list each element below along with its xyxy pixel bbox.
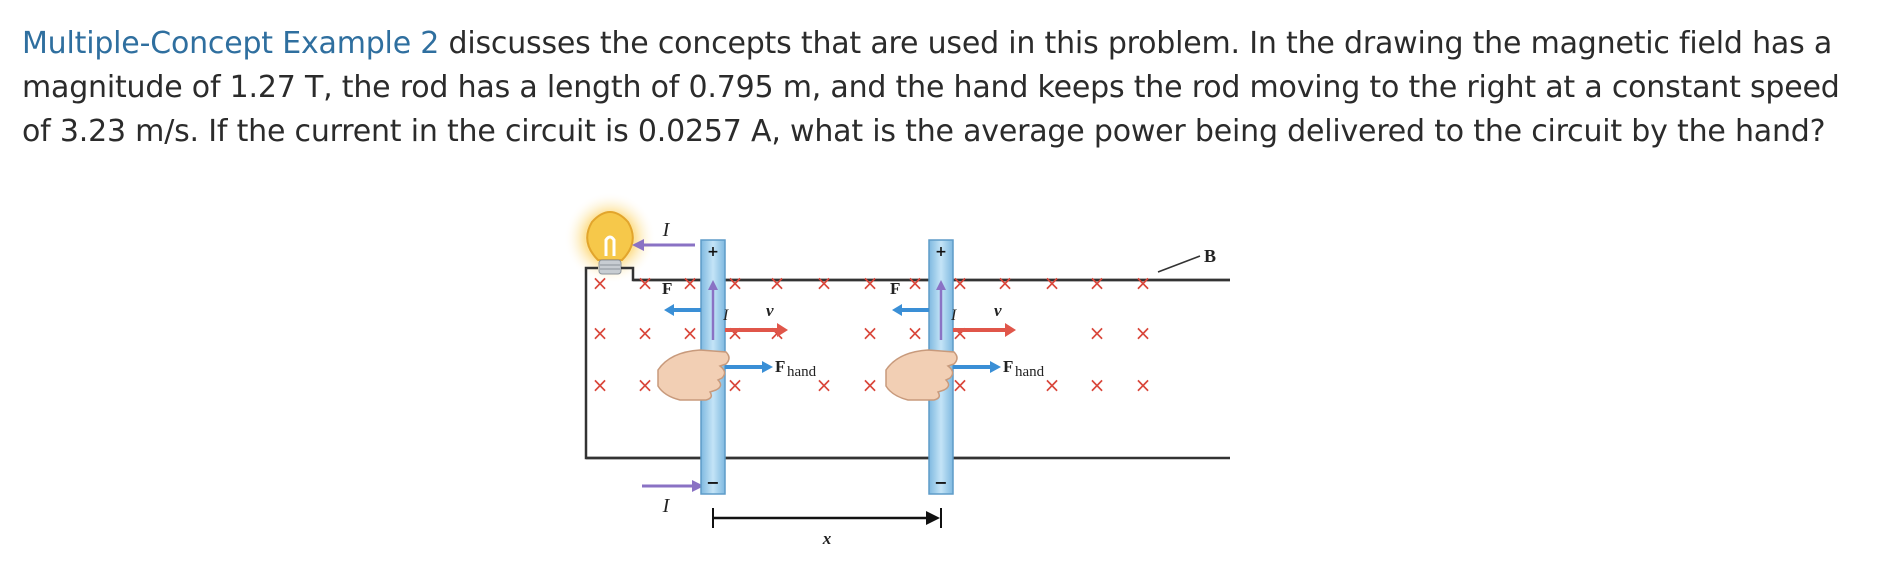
field-x-mark: × bbox=[862, 321, 879, 345]
field-x-mark: × bbox=[952, 321, 969, 345]
rod-minus-label: − bbox=[706, 473, 719, 492]
magnetic-force-arrow: F bbox=[890, 279, 929, 316]
magnetic-force-arrow: F bbox=[662, 279, 701, 316]
current-arrow-bottom: I bbox=[642, 480, 704, 517]
magnetic-field-marks: × × × × × × × × × × × × × × × × × × × × … bbox=[592, 271, 1152, 397]
field-x-mark: × bbox=[907, 321, 924, 345]
hand-icon bbox=[885, 349, 958, 401]
hand-force-label: F bbox=[775, 357, 785, 376]
field-x-mark: × bbox=[769, 271, 786, 295]
field-x-mark: × bbox=[682, 321, 699, 345]
rod-plus-label: + bbox=[935, 244, 947, 260]
hand-force-subscript: hand bbox=[1015, 364, 1045, 380]
rod-current-label: I bbox=[950, 307, 957, 324]
field-x-mark: × bbox=[1044, 271, 1061, 295]
field-x-mark: × bbox=[1089, 271, 1106, 295]
force-label: F bbox=[890, 279, 900, 298]
field-x-mark: × bbox=[727, 321, 744, 345]
field-x-mark: × bbox=[1089, 321, 1106, 345]
lightbulb-icon bbox=[564, 192, 656, 284]
force-label: F bbox=[662, 279, 672, 298]
problem-body: discusses the concepts that are used in … bbox=[22, 26, 1840, 149]
displacement-arrow: x bbox=[712, 508, 942, 548]
field-x-mark: × bbox=[1135, 373, 1152, 397]
circuit-figure: × × × × × × × × × × × × × × × × × × × × … bbox=[560, 190, 1360, 550]
velocity-label: v bbox=[994, 301, 1002, 320]
hand-force-label: F bbox=[1003, 357, 1013, 376]
current-label: I bbox=[662, 219, 671, 241]
field-x-mark: × bbox=[637, 373, 654, 397]
field-x-mark: × bbox=[592, 271, 609, 295]
circuit-diagram: × × × × × × × × × × × × × × × × × × × × … bbox=[564, 192, 1230, 548]
field-x-mark: × bbox=[637, 321, 654, 345]
field-x-mark: × bbox=[862, 271, 879, 295]
field-x-mark: × bbox=[816, 271, 833, 295]
hand-force-arrow: F hand bbox=[725, 357, 817, 380]
field-x-mark: × bbox=[952, 271, 969, 295]
field-x-mark: × bbox=[997, 271, 1014, 295]
hand-force-subscript: hand bbox=[787, 364, 817, 380]
field-x-mark: × bbox=[637, 271, 654, 295]
field-x-mark: × bbox=[862, 373, 879, 397]
rod-plus-label: + bbox=[707, 244, 719, 260]
displacement-label: x bbox=[822, 529, 832, 548]
field-x-mark: × bbox=[907, 271, 924, 295]
field-x-mark: × bbox=[1135, 321, 1152, 345]
field-x-mark: × bbox=[682, 271, 699, 295]
field-x-mark: × bbox=[727, 373, 744, 397]
velocity-arrow: v bbox=[953, 301, 1016, 337]
current-label: I bbox=[662, 495, 671, 517]
hand-force-arrow: F hand bbox=[953, 357, 1045, 380]
field-x-mark: × bbox=[1044, 373, 1061, 397]
field-x-mark: × bbox=[952, 373, 969, 397]
rod-current-label: I bbox=[722, 307, 729, 324]
field-label: B bbox=[1204, 246, 1216, 266]
field-x-mark: × bbox=[816, 373, 833, 397]
hand-icon bbox=[657, 349, 730, 401]
velocity-label: v bbox=[766, 301, 774, 320]
example-link[interactable]: Multiple-Concept Example 2 bbox=[22, 26, 440, 61]
field-x-mark: × bbox=[1089, 373, 1106, 397]
current-arrow-top: I bbox=[632, 219, 695, 251]
rod-minus-label: − bbox=[934, 473, 947, 492]
problem-text: Multiple-Concept Example 2 discusses the… bbox=[22, 22, 1872, 154]
field-x-mark: × bbox=[1135, 271, 1152, 295]
field-vector-label: B bbox=[1157, 246, 1216, 273]
field-x-mark: × bbox=[592, 373, 609, 397]
field-x-mark: × bbox=[592, 321, 609, 345]
velocity-arrow: v bbox=[725, 301, 788, 337]
field-x-mark: × bbox=[727, 271, 744, 295]
